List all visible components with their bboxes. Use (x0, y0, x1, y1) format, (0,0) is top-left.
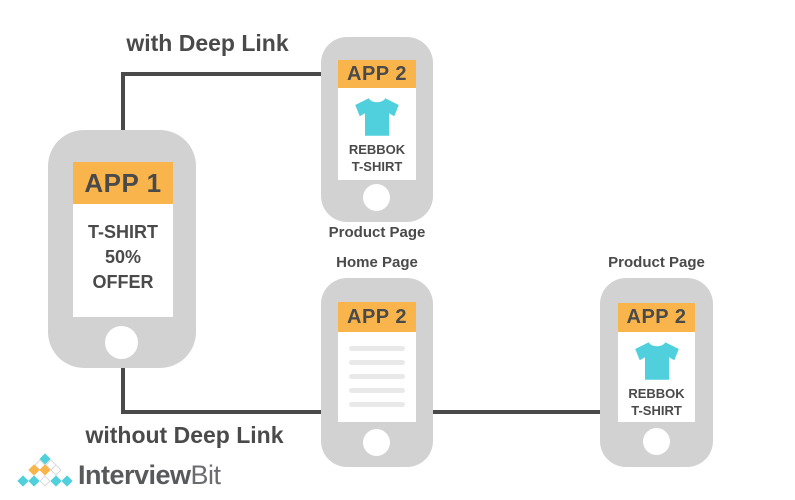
nodeeplink-product-name: REBBOK T-SHIRT (628, 386, 685, 418)
nodeeplink-product-phone: APP 2 REBBOK T-SHIRT (600, 278, 713, 467)
connector-without-horizontal (121, 410, 323, 414)
connector-with-horizontal (121, 72, 323, 76)
deeplink-product-screen: REBBOK T-SHIRT (338, 88, 416, 180)
interviewbit-logo: InterviewBit (16, 451, 276, 497)
nodeeplink-product-screen: REBBOK T-SHIRT (618, 332, 695, 422)
deeplink-product-caption: Product Page (328, 224, 426, 241)
logo-diamond (50, 475, 62, 487)
connector-home-to-product (433, 410, 601, 414)
logo-diamond (61, 475, 73, 487)
home-page-screen (338, 332, 416, 422)
logo-wordmark: InterviewBit (78, 460, 221, 491)
list-line (349, 374, 405, 379)
app1-phone: APP 1 T-SHIRT 50% OFFER (48, 130, 196, 368)
logo-diamond (17, 475, 29, 487)
home-page-phone: APP 2 (321, 278, 433, 467)
deeplink-product-home-button (363, 184, 390, 211)
connector-without-vertical (121, 366, 125, 414)
app1-screen: T-SHIRT 50% OFFER (73, 204, 173, 317)
deeplink-product-header: APP 2 (338, 60, 416, 88)
without-deep-link-label: without Deep Link (85, 422, 284, 448)
list-line (349, 360, 405, 365)
logo-diamond (39, 475, 51, 487)
deeplink-product-phone: APP 2 REBBOK T-SHIRT (321, 37, 433, 222)
tshirt-icon (355, 98, 399, 136)
home-page-home-button (363, 429, 390, 456)
logo-pyramid-icon (16, 453, 78, 493)
app1-offer-text: T-SHIRT 50% OFFER (88, 222, 158, 292)
logo-diamond (28, 475, 40, 487)
app1-home-button (105, 326, 138, 359)
nodeeplink-product-header: APP 2 (618, 303, 695, 332)
nodeeplink-product-caption: Product Page (608, 254, 705, 271)
logo-text-interview: Interview (78, 460, 191, 490)
deeplink-product-name: REBBOK T-SHIRT (348, 142, 406, 174)
connector-with-vertical (121, 72, 125, 132)
home-page-header: APP 2 (338, 302, 416, 332)
logo-text-bit: Bit (190, 460, 222, 490)
list-line (349, 402, 405, 407)
app1-header: APP 1 (73, 162, 173, 204)
tshirt-icon (634, 342, 679, 380)
list-line (349, 388, 405, 393)
home-page-caption: Home Page (336, 254, 418, 271)
with-deep-link-label: with Deep Link (126, 30, 289, 56)
list-line (349, 346, 405, 351)
nodeeplink-product-home-button (643, 428, 670, 455)
